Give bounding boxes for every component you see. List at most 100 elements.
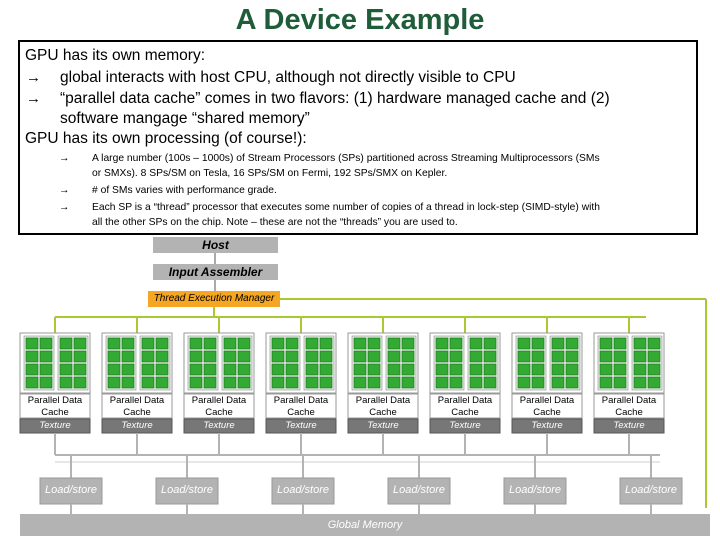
parallel-data-cache [101,393,173,419]
arrow-icon: → [59,201,70,213]
stream-processor [647,350,661,363]
stream-processor [25,350,39,363]
stream-processor [613,350,627,363]
pdc-line1: Parallel Data [355,395,411,406]
stream-processor [531,337,545,350]
stream-processor [551,376,565,389]
stream-processor [73,363,87,376]
stream-processor [483,363,497,376]
stream-processor [73,350,87,363]
stream-processor [647,363,661,376]
stream-processor [121,376,135,389]
load-store-unit [503,477,567,505]
stream-processor [469,350,483,363]
stream-processor [271,376,285,389]
texture-label: Texture [285,420,317,431]
stream-processor [107,350,121,363]
parallel-data-cache [429,393,501,419]
stream-processor [319,337,333,350]
bullet-cache: “parallel data cache” comes in two flavo… [60,90,610,107]
global-memory-bar: Global Memory [20,514,710,536]
load-store-label: Load/store [277,484,329,496]
pdc-line1: Parallel Data [109,395,165,406]
stream-processor [367,350,381,363]
sub-bullet-3b: all the other SPs on the chip. Note – th… [92,217,458,228]
stream-processor [387,337,401,350]
stream-processor [531,376,545,389]
pdc-line1: Parallel Data [519,395,575,406]
stream-processor [633,376,647,389]
stream-processor [189,350,203,363]
pdc-line1: Parallel Data [601,395,657,406]
stream-processor [517,337,531,350]
stream-processor [483,337,497,350]
parallel-data-cache [347,393,419,419]
pdc-line1: Parallel Data [27,395,83,406]
stream-processor [401,363,415,376]
bullet-global: global interacts with host CPU, although… [60,69,516,86]
parallel-data-cache [511,393,583,419]
stream-processor [107,376,121,389]
stream-processor [353,337,367,350]
stream-processor [565,363,579,376]
stream-processor [517,376,531,389]
stream-processor [449,350,463,363]
stream-processor [121,350,135,363]
host-box: Host [153,237,278,253]
stream-processor [633,363,647,376]
stream-processor [401,337,415,350]
stream-processor [531,350,545,363]
stream-processor [271,350,285,363]
stream-processor [285,363,299,376]
stream-processor [141,376,155,389]
stream-processor [469,376,483,389]
processing-heading-rest: (of course!): [219,130,307,147]
stream-processor [647,376,661,389]
stream-processor [449,363,463,376]
texture-label: Texture [39,420,71,431]
stream-processor [223,350,237,363]
stream-processor [25,376,39,389]
sub-bullet-2: # of SMs varies with performance grade. [92,185,277,196]
stream-processor [599,337,613,350]
stream-processor [285,337,299,350]
texture-label: Texture [367,420,399,431]
arrow-icon: → [59,184,70,196]
stream-processor [531,363,545,376]
stream-processor [387,350,401,363]
parallel-data-cache [593,393,665,419]
stream-processor [633,337,647,350]
stream-processor [353,363,367,376]
stream-processor [551,350,565,363]
stream-processor [285,350,299,363]
stream-processor [59,337,73,350]
stream-processor [155,337,169,350]
stream-processor [599,376,613,389]
load-store-unit [39,477,103,505]
stream-processor [517,350,531,363]
stream-processor [59,376,73,389]
parallel-data-cache [265,393,337,419]
pdc-line2: Cache [615,407,643,418]
stream-processor [141,363,155,376]
stream-processor [141,337,155,350]
pdc-line1: Parallel Data [273,395,329,406]
stream-processor [203,350,217,363]
stream-processor [387,376,401,389]
stream-processor [59,350,73,363]
stream-processor [305,363,319,376]
stream-processor [155,350,169,363]
parallel-data-cache [183,393,255,419]
stream-processor [107,363,121,376]
texture-label: Texture [449,420,481,431]
stream-processor [237,350,251,363]
stream-processor [141,350,155,363]
